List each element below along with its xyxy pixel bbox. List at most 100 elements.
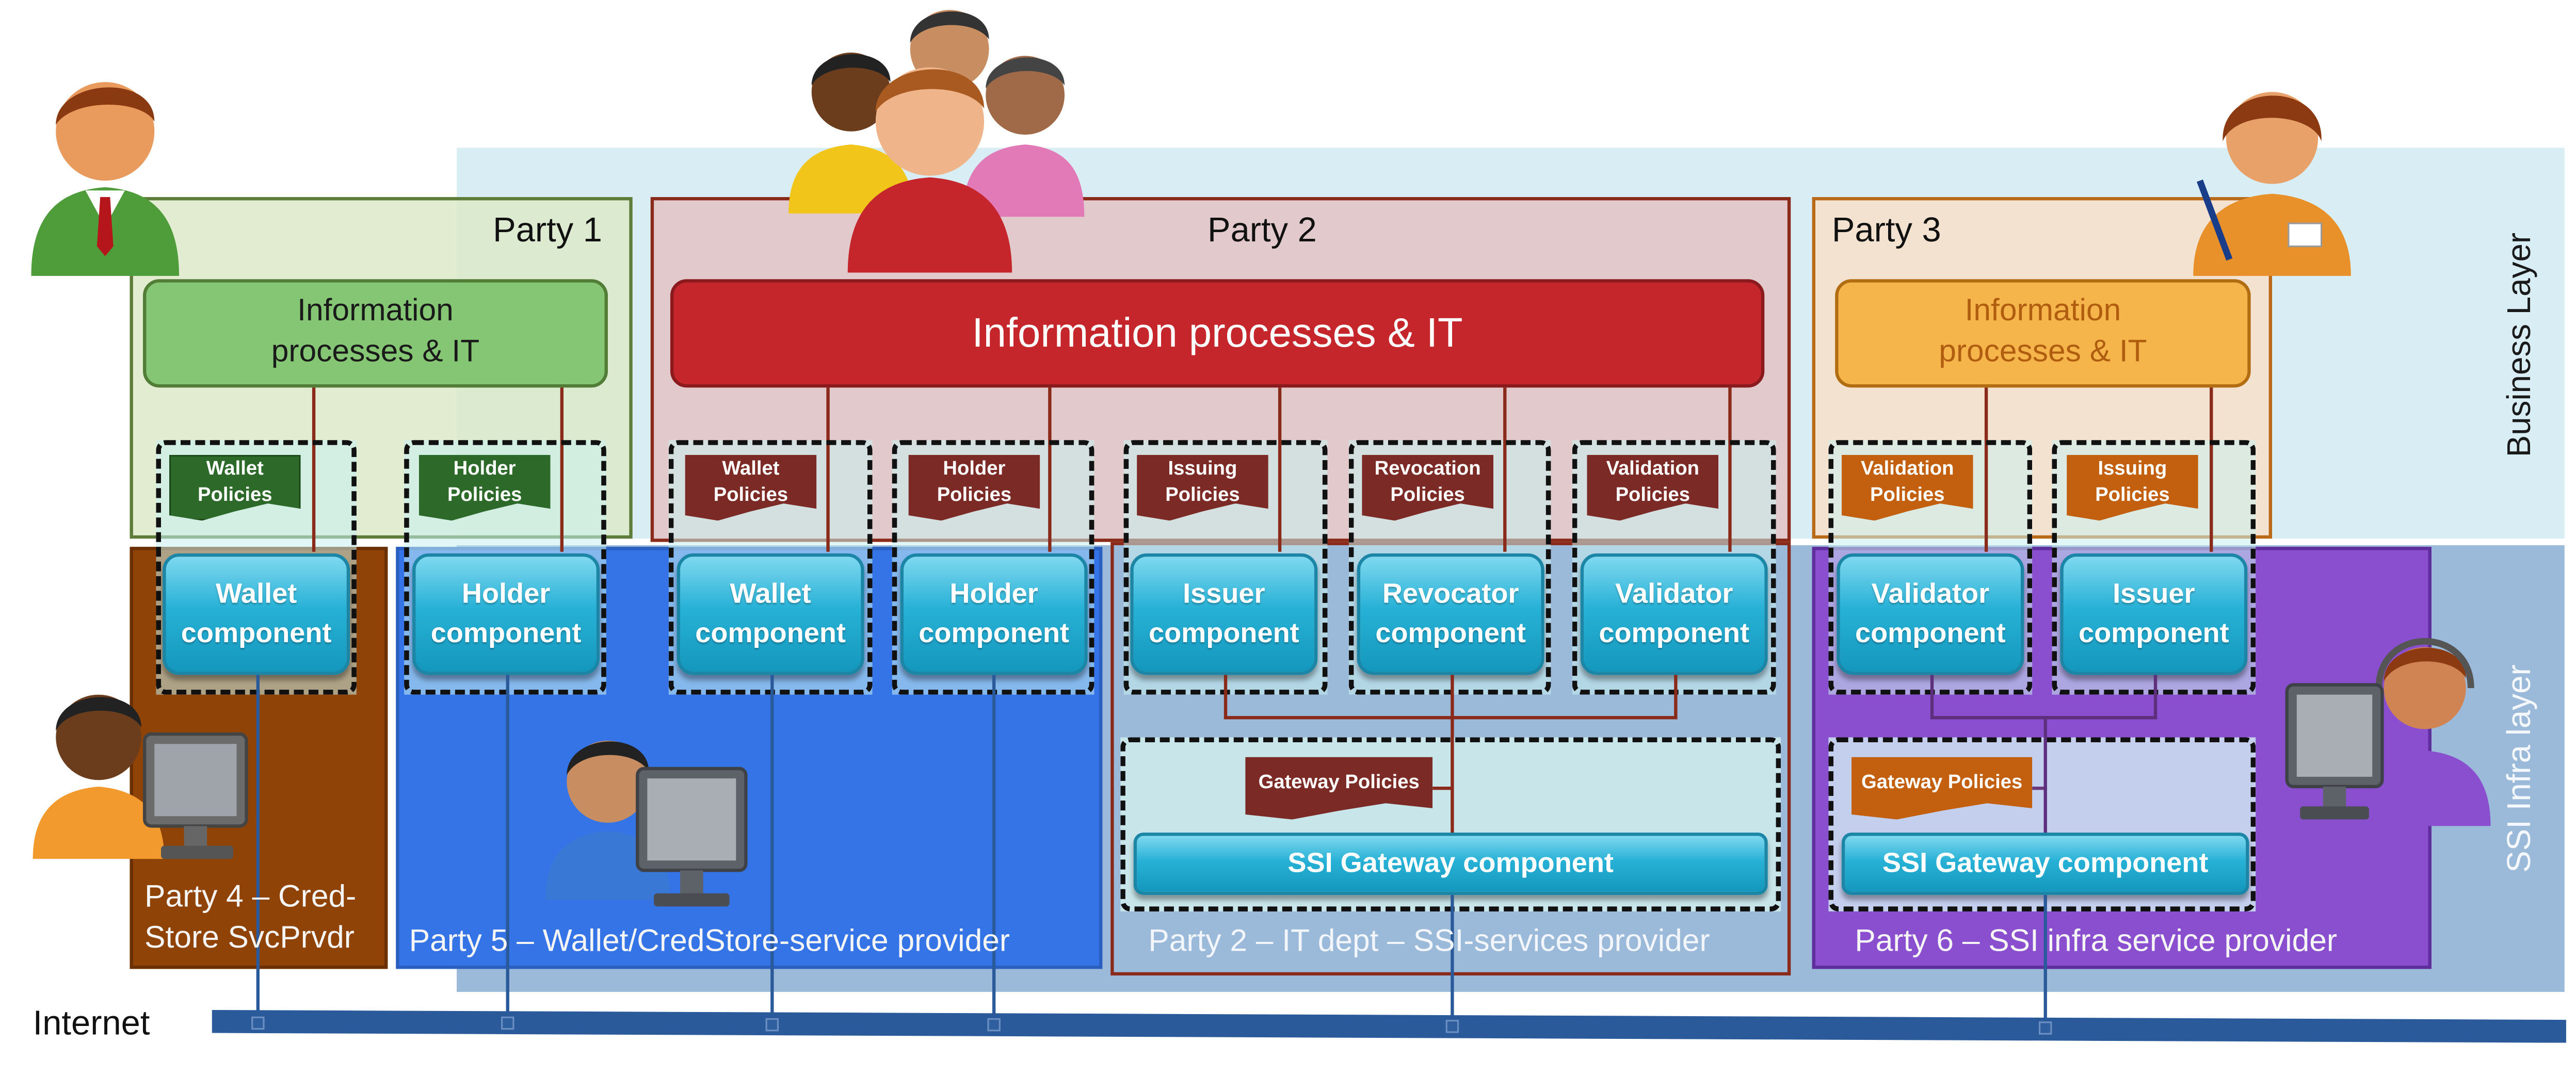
validator-component-p2: Validator component — [1580, 553, 1768, 675]
party2-info-box: Information processes & IT — [670, 279, 1765, 388]
connector — [1930, 675, 1934, 720]
component-label: component — [1149, 617, 1299, 649]
connector — [1728, 387, 1732, 552]
internet-drop — [2043, 895, 2047, 1023]
connector — [2153, 675, 2158, 720]
group-p6-issuer — [2052, 440, 2256, 695]
component-label: component — [181, 617, 332, 649]
policy-label: Policies — [198, 483, 272, 506]
policy-label: Gateway Policies — [1861, 770, 2023, 794]
holder-component-p5b: Holder component — [900, 553, 1088, 675]
component-label: Revocator — [1382, 578, 1519, 610]
component-label: component — [430, 617, 582, 649]
connector — [312, 387, 316, 552]
issuer-component-p2: Issuer component — [1130, 553, 1318, 675]
connector — [1674, 675, 1678, 720]
connector — [560, 387, 564, 552]
policy-label: Policies — [447, 483, 522, 506]
internet-drop — [506, 675, 509, 1023]
component-label: component — [1375, 617, 1526, 649]
policy-label: Policies — [1870, 483, 1945, 506]
party2-it-footer: Party 2 – IT dept – SSI-services provide… — [1148, 924, 1710, 959]
party1-info-box: Information processes & IT — [142, 279, 608, 388]
internet-node — [987, 1018, 1001, 1032]
wallet-component-p5: Wallet component — [677, 553, 864, 675]
connector — [2043, 716, 2047, 835]
party5-footer: Party 5 – Wallet/CredStore-service provi… — [409, 924, 1010, 959]
component-label: component — [1599, 617, 1749, 649]
internet-label: Internet — [33, 1005, 150, 1043]
connector — [1432, 786, 1453, 790]
party1-info-line2: processes & IT — [271, 335, 480, 370]
ssi-gateway-component-p6: SSI Gateway component — [1841, 833, 2249, 895]
ssi-gateway-component-p2: SSI Gateway component — [1133, 833, 1768, 895]
policy-label: Policies — [1390, 483, 1465, 506]
internet-node — [501, 1016, 514, 1030]
group-p6-gateway — [1828, 737, 2256, 911]
party2-info-label: Information processes & IT — [972, 309, 1463, 356]
connector — [1503, 387, 1507, 552]
internet-node — [1445, 1020, 1459, 1033]
party3-person-icon — [2193, 92, 2351, 276]
group-p2-revocator — [1348, 440, 1551, 695]
connector — [1223, 716, 1678, 720]
policy-label: Revocation — [1374, 457, 1481, 480]
policy-label: Validation — [1606, 457, 1700, 480]
internet-drop — [992, 675, 996, 1023]
party6-footer: Party 6 – SSI infra service provider — [1855, 924, 2338, 959]
component-label: Holder — [461, 578, 551, 610]
component-label: component — [1855, 617, 2006, 649]
component-label: Issuer — [2113, 578, 2195, 610]
group-p5-holder — [404, 440, 606, 695]
policy-label: Policies — [2095, 483, 2170, 506]
party3-info-line2: processes & IT — [1939, 335, 2147, 370]
policy-label: Policies — [1615, 483, 1690, 506]
party2-title: Party 2 — [1208, 211, 1317, 250]
component-label: Holder — [949, 578, 1038, 610]
policy-label: Validation — [1861, 457, 1954, 480]
component-label: SSI Gateway component — [1882, 847, 2209, 879]
component-label: Validator — [1615, 578, 1733, 610]
group-p4-wallet — [156, 440, 357, 695]
policy-label: Holder — [453, 457, 516, 480]
connector — [1278, 387, 1282, 552]
party1-title: Party 1 — [493, 211, 602, 250]
internet-node — [765, 1018, 779, 1032]
revocator-component-p2: Revocator component — [1357, 553, 1544, 675]
party6-person-icon — [2285, 638, 2491, 826]
connector — [1223, 675, 1228, 720]
component-label: Wallet — [730, 578, 811, 610]
policy-label: Issuing — [1168, 457, 1237, 480]
party1-person-icon — [31, 82, 180, 276]
connector — [826, 387, 830, 552]
party2-group-icon — [788, 10, 1085, 273]
connector — [1048, 387, 1052, 552]
internet-drop — [1451, 895, 1454, 1023]
infra-layer-label: SSI Infra layer — [2502, 664, 2538, 873]
group-p2-gateway — [1120, 737, 1781, 911]
component-label: Validator — [1871, 578, 1990, 610]
party1-info-line1: Information — [297, 294, 454, 329]
policy-label: Policies — [937, 483, 1012, 506]
connector — [2210, 387, 2213, 552]
party4-footer-line2: Store SvcPrvdr — [144, 921, 355, 955]
party4-footer: Party 4 – Cred- Store SvcPrvdr — [144, 878, 356, 959]
component-label: component — [695, 617, 846, 649]
connector — [2032, 786, 2047, 790]
internet-drop — [770, 675, 774, 1023]
internet-bar — [212, 1009, 2566, 1043]
party5-person-icon — [545, 740, 748, 907]
party3-title: Party 3 — [1831, 211, 1941, 250]
holder-component-p5: Holder component — [412, 553, 600, 675]
component-label: component — [919, 617, 1069, 649]
policy-label: Policies — [1165, 483, 1240, 506]
component-label: Issuer — [1183, 578, 1265, 610]
internet-node — [251, 1016, 265, 1030]
policy-label: Wallet — [206, 457, 264, 480]
policy-label: Policies — [713, 483, 788, 506]
internet-node — [2038, 1021, 2052, 1035]
business-layer-label: Business Layer — [2502, 232, 2538, 458]
